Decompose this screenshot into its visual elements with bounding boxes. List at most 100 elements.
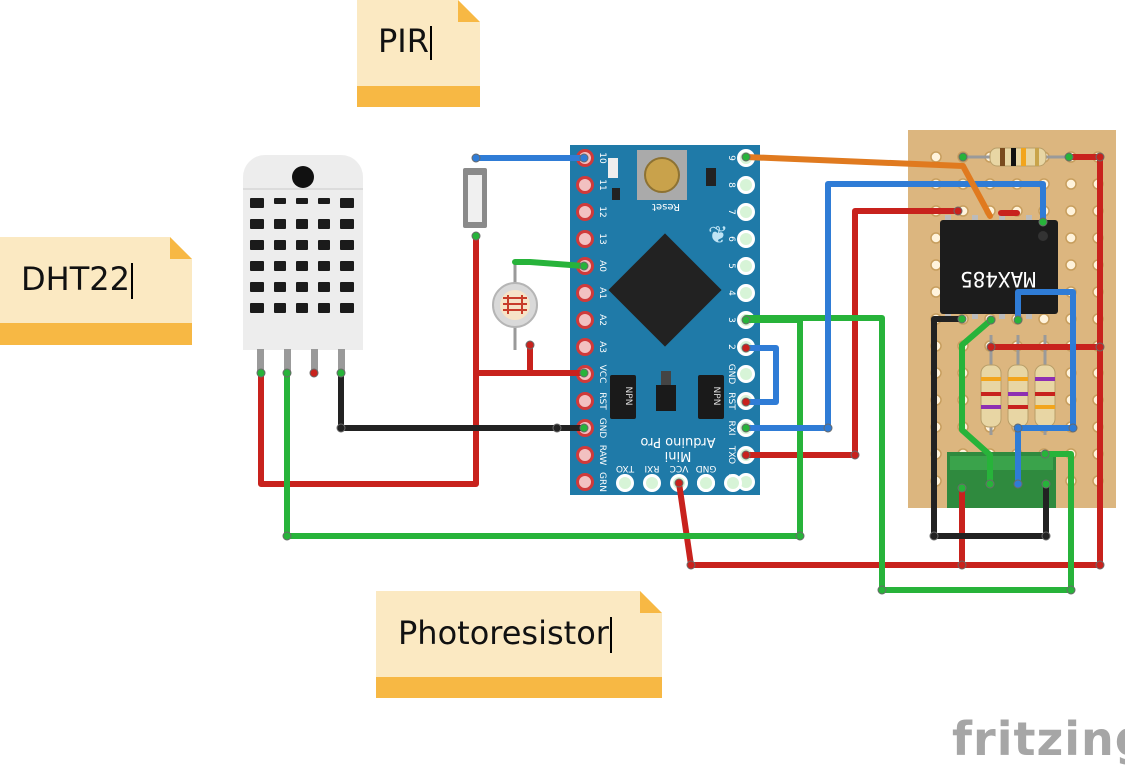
wire-endpoint[interactable] [958, 152, 968, 162]
wire-endpoint[interactable] [953, 206, 963, 216]
wire-green-ldr-a0 [512, 259, 587, 269]
wire-endpoint[interactable] [1041, 531, 1051, 541]
wire-endpoint[interactable] [1040, 449, 1050, 459]
wire-endpoint[interactable] [741, 315, 751, 325]
pin-bottom-txo[interactable] [616, 474, 634, 492]
vent-slot [340, 219, 354, 229]
pin-left-grn[interactable] [576, 473, 594, 491]
pin-label: 4 [726, 290, 736, 296]
wire-green-resistor-to-terminal [959, 317, 994, 487]
wire-endpoint[interactable] [1013, 423, 1023, 433]
pir-connector [463, 168, 487, 228]
wire-endpoint[interactable] [282, 368, 292, 378]
wire-endpoint[interactable] [282, 531, 292, 541]
wire-endpoint[interactable] [1066, 585, 1076, 595]
wire-blue-chip-to-terminal [1015, 289, 1076, 487]
wire-black-dht-gnd [338, 370, 587, 431]
pin-left-raw[interactable] [576, 446, 594, 464]
pin-label: RST [597, 392, 607, 410]
wire-endpoint[interactable] [1013, 479, 1023, 489]
wire-endpoint[interactable] [795, 531, 805, 541]
note-pir-text: PIR [378, 22, 429, 60]
vent-slot [340, 303, 354, 313]
text-cursor [429, 26, 432, 60]
pin-label: GND [726, 364, 736, 385]
wire-endpoint[interactable] [741, 397, 751, 407]
wire-endpoint[interactable] [1038, 217, 1048, 227]
wire-endpoint[interactable] [525, 340, 535, 350]
wire-endpoint[interactable] [686, 560, 696, 570]
wire-endpoint[interactable] [741, 343, 751, 353]
text-cursor [130, 263, 133, 299]
wire-endpoint[interactable] [957, 560, 967, 570]
vent-slot [340, 198, 354, 208]
wire-endpoint[interactable] [552, 423, 562, 433]
pin-label: RAW [597, 445, 607, 466]
wire-endpoint[interactable] [741, 152, 751, 162]
pin-label: A2 [597, 314, 607, 326]
resistor-array [980, 335, 1056, 435]
wire-endpoint[interactable] [957, 483, 967, 493]
board-name-line1: Arduino Pro [640, 434, 715, 449]
pin-right-5[interactable] [737, 257, 755, 275]
vent-slot [318, 219, 330, 229]
pin-left-13[interactable] [576, 230, 594, 248]
pin-left-a3[interactable] [576, 338, 594, 356]
note-dht22[interactable]: DHT22 [0, 237, 192, 345]
wire-endpoint[interactable] [579, 261, 589, 271]
wire-endpoint[interactable] [471, 231, 481, 241]
pin-bottom-extra[interactable] [724, 474, 742, 492]
pin-left-a1[interactable] [576, 284, 594, 302]
pin-right-8[interactable] [737, 176, 755, 194]
wire-endpoint[interactable] [471, 153, 481, 163]
pin-label: 9 [726, 155, 736, 161]
pin-left-rst[interactable] [576, 392, 594, 410]
note-pir[interactable]: PIR [357, 0, 480, 107]
wire-endpoint[interactable] [309, 368, 319, 378]
wire-endpoint[interactable] [256, 368, 266, 378]
pin-right-4[interactable] [737, 284, 755, 302]
pin-left-12[interactable] [576, 203, 594, 221]
pin-bottom-rxi[interactable] [643, 474, 661, 492]
photoresistor-component [492, 262, 538, 350]
pin-left-a2[interactable] [576, 311, 594, 329]
wire-endpoint[interactable] [1041, 479, 1051, 489]
pin-right-7[interactable] [737, 203, 755, 221]
wire-endpoint[interactable] [877, 585, 887, 595]
wire-endpoint[interactable] [579, 368, 589, 378]
pin-right-6[interactable] [737, 230, 755, 248]
wire-endpoint[interactable] [986, 342, 996, 352]
wire-endpoint[interactable] [985, 479, 995, 489]
pin-label: 11 [597, 179, 607, 190]
wire-endpoint[interactable] [579, 423, 589, 433]
note-photoresistor[interactable]: Photoresistor [376, 591, 662, 698]
wire-endpoint[interactable] [674, 478, 684, 488]
wire-endpoint[interactable] [579, 153, 589, 163]
stripboard-hole [930, 232, 942, 244]
wire-endpoint[interactable] [850, 450, 860, 460]
wire-endpoint[interactable] [336, 423, 346, 433]
pin-left-11[interactable] [576, 176, 594, 194]
wire-endpoint[interactable] [957, 314, 967, 324]
wire-endpoint[interactable] [1095, 152, 1105, 162]
stripboard-hole [1038, 313, 1050, 325]
wire-endpoint[interactable] [741, 450, 751, 460]
vent-slot [250, 261, 264, 271]
pin-label: 3 [726, 317, 736, 323]
wire-endpoint[interactable] [1095, 560, 1105, 570]
wire-endpoint[interactable] [823, 423, 833, 433]
wire-endpoint[interactable] [741, 423, 751, 433]
pin-label: TXO [616, 463, 635, 473]
wire-endpoint[interactable] [929, 531, 939, 541]
wire-endpoint[interactable] [1013, 315, 1023, 325]
wire-endpoint[interactable] [986, 315, 996, 325]
wire-end-points [256, 152, 1105, 595]
wire-endpoint[interactable] [336, 368, 346, 378]
wire-endpoint[interactable] [1068, 423, 1078, 433]
wire-endpoint[interactable] [1064, 152, 1074, 162]
pin-right-gnd[interactable] [737, 365, 755, 383]
pin-bottom-extra[interactable] [697, 474, 715, 492]
max485-chip: MAX485 [940, 215, 1058, 319]
wire-endpoint[interactable] [1095, 342, 1105, 352]
